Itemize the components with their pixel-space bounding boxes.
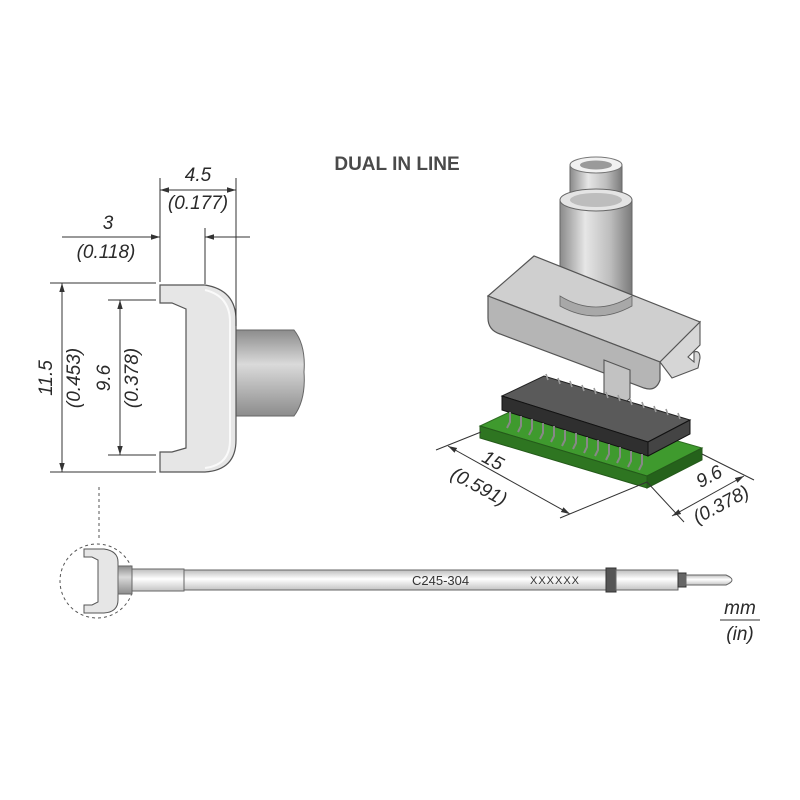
cartridge-model: C245-304 [412, 573, 469, 588]
dim-width-inner-in: (0.118) [77, 242, 136, 263]
dim-chip-width-mm: 9.6 [693, 461, 727, 492]
tip-boss [235, 329, 305, 417]
side-view: 4.5 (0.177) 3 (0.118) 11.5 (0.453) 9.6 (… [36, 165, 305, 540]
dim-height-outer-in: (0.453) [64, 348, 85, 408]
dim-height-inner-mm: 9.6 [94, 364, 115, 391]
chip-pins [506, 412, 643, 471]
units-legend: mm (in) [720, 598, 760, 645]
unit-secondary: (in) [726, 624, 753, 645]
dim-width-top-in: (0.177) [168, 193, 228, 214]
dim-chip-length-in: (0.591) [447, 464, 510, 511]
dim-height-outer-mm: 11.5 [36, 360, 57, 396]
unit-primary: mm [724, 598, 756, 619]
dim-height-inner-in: (0.378) [122, 348, 143, 408]
dim-width-inner-mm: 3 [103, 213, 114, 234]
cartridge-view: C245-304 XXXXXX [59, 543, 733, 619]
isometric-view: 15 (0.591) 9.6 (0.378) [435, 156, 755, 529]
dim-chip-length-mm: 15 [478, 447, 507, 476]
dim-width-top-mm: 4.5 [185, 165, 212, 186]
tip-blade-profile [159, 284, 237, 473]
diagram-title: DUAL IN LINE [334, 154, 459, 175]
cartridge-serial: XXXXXX [530, 575, 580, 587]
